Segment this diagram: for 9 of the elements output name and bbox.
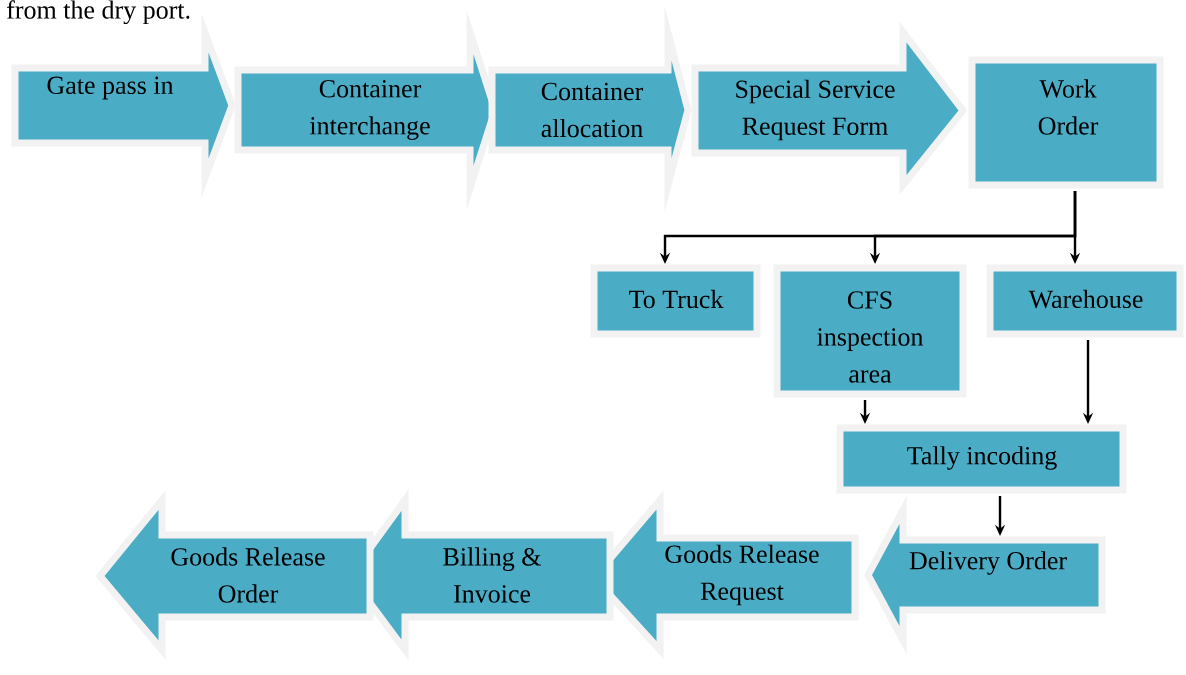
process-step: Delivery Order <box>864 496 1106 654</box>
process-box: To Truck <box>590 264 761 338</box>
process-box: CFS inspection area <box>773 264 967 398</box>
caption-text: from the dry port. <box>7 0 190 25</box>
process-step: Special Service Request Form <box>691 21 968 195</box>
process-box: Warehouse <box>986 264 1184 338</box>
process-step: Goods Release Order <box>95 490 374 660</box>
process-box: Work Order <box>968 56 1164 189</box>
process-box: Tally incoding <box>836 424 1127 494</box>
